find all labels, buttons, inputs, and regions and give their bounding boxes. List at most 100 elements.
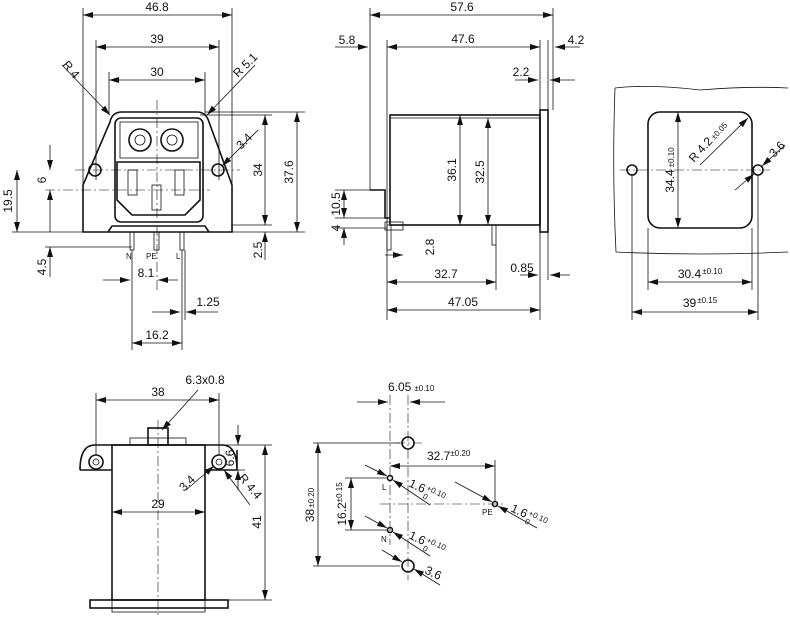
svg-text:30.4±0.10: 30.4±0.10 (678, 267, 723, 281)
dim-pin-base: 4 (329, 224, 343, 231)
dim-total-depth: 47.05 (448, 295, 478, 309)
svg-text:+0.10: +0.10 (425, 536, 448, 553)
svg-text:0: 0 (523, 517, 531, 527)
svg-text:1.6: 1.6 (509, 501, 530, 521)
top-body (111, 444, 206, 601)
front-housing (82, 111, 233, 233)
svg-text:+0.10: +0.10 (527, 509, 550, 526)
fuse-holder (119, 121, 199, 159)
dim-pcb-offset: 6.05 (388, 380, 412, 394)
pin-l (179, 231, 185, 251)
dim-base-offset: 2.5 (251, 241, 265, 258)
dim-rear-offset: 4.2 (568, 33, 585, 47)
pcb-label-pe: PE (482, 508, 493, 517)
svg-text:1.6: 1.6 (407, 528, 428, 548)
pcb-label-l: L (382, 483, 387, 492)
panel-cutout-view: 34.4±0.10 R 4.2±0.05 3.6 30.4±0.10 39±0.… (613, 86, 789, 320)
dim-overall-width: 46.8 (145, 0, 169, 14)
contact-l (174, 169, 185, 196)
dim-flange-thickness: 2.2 (513, 65, 530, 79)
dim-tab-size: 6.3x0.8 (185, 373, 225, 387)
side-flange (539, 109, 549, 233)
pin-hole-pe-callout: 1.6+0.100 (509, 501, 550, 527)
dim-pin-distance: 32.7 (434, 267, 458, 281)
svg-text:+0.10: +0.10 (425, 484, 448, 501)
tol-cutout-width: ±0.10 (702, 267, 723, 276)
dim-panel-hole-spacing: 39 (683, 296, 697, 310)
tol-pcb-pin-spacing: ±0.15 (335, 482, 344, 503)
dim-body-width: 30 (150, 65, 164, 79)
side-body (389, 114, 541, 226)
side-pin-1 (386, 224, 392, 251)
dim-corner-radius: R 4.2 (686, 134, 716, 165)
dim-radius-left: R 4 (60, 58, 83, 82)
dim-hole-height: 19.5 (1, 189, 15, 213)
pcb-layout-view: 6.05±0.10 32.7±0.20 38±0.20 16.2±0.15 1.… (303, 380, 550, 586)
tol-panel-hole-spacing: ±0.15 (697, 296, 718, 305)
svg-text:0: 0 (421, 492, 429, 502)
pcb-pin-l (386, 474, 394, 482)
dim-pin-width: 2.8 (423, 238, 437, 255)
dim-overall-height: 37.6 (282, 160, 296, 184)
iec-socket (116, 161, 201, 216)
dim-gap: 0.85 (510, 261, 534, 275)
dim-cutout-height: 34.4 (663, 169, 677, 193)
pcb-mount-hole-top (401, 436, 415, 450)
pin-label-pe: PE (146, 252, 157, 261)
pcb-mount-hole-bottom (401, 559, 415, 573)
svg-text:6.05±0.10: 6.05±0.10 (388, 380, 435, 394)
pcb-label-n: N (381, 535, 387, 544)
dim-body-length: 47.6 (451, 32, 475, 46)
pin-label-l: L (176, 252, 181, 261)
dim-pcb-pin-spacing: 16.2 (335, 502, 349, 526)
dim-flange-height: 6.6 (223, 449, 237, 466)
dim-overall-length: 57.6 (450, 0, 474, 14)
panel-edge (613, 86, 789, 255)
tol-pcb-hole-spacing: ±0.20 (307, 487, 316, 508)
contact-pe (151, 184, 162, 211)
fuse-right (160, 128, 184, 152)
svg-text:0: 0 (421, 544, 429, 554)
dim-pin-height: 10.5 (329, 192, 343, 216)
tol-pe-distance: ±0.20 (450, 449, 471, 458)
tol-cutout-height: ±0.10 (667, 147, 676, 168)
dim-pcb-hole-spacing: 38 (303, 508, 317, 522)
svg-text:39±0.15: 39±0.15 (683, 296, 718, 310)
svg-text:38±0.20: 38±0.20 (303, 487, 317, 522)
dim-pin-spacing-nl: 16.2 (145, 328, 169, 342)
dim-top-body-width: 29 (151, 497, 165, 511)
tol-pcb-offset: ±0.10 (414, 384, 435, 393)
svg-text:32.7±0.20: 32.7±0.20 (427, 449, 471, 463)
dim-top-radius: R 4.4 (236, 471, 265, 502)
pin-pe (153, 231, 160, 251)
dim-pcb-mount-hole: 3.6 (423, 563, 444, 583)
front-view: 46.8 39 30 R 4 R 5.1 3.4 34 37.6 19.5 6 … (1, 0, 305, 350)
dim-top-hole: 3.4 (176, 472, 198, 494)
side-pin-2 (491, 224, 497, 246)
dim-height-1: 36.1 (445, 158, 459, 182)
dim-cutout-width: 30.4 (678, 267, 702, 281)
dim-hole-diameter: 3.4 (233, 130, 255, 152)
top-view: 38 6.3x0.8 29 6.6 41 3.4 R 4.4 (79, 373, 272, 615)
dim-flange-offset: 5.8 (339, 33, 356, 47)
dim-offset: 6 (35, 176, 49, 183)
dim-radius-right: R 5.1 (230, 50, 260, 80)
dim-height-2: 32.5 (473, 160, 487, 184)
dim-flange-width: 38 (151, 385, 165, 399)
svg-text:16.2±0.15: 16.2±0.15 (335, 482, 349, 526)
dim-pe-distance: 32.7 (427, 449, 451, 463)
contact-n (127, 169, 138, 196)
side-view: 57.6 5.8 47.6 4.2 2.2 36.1 32.5 10.5 4 2… (329, 0, 585, 320)
bottom-flange (89, 599, 229, 609)
fuse-left (128, 128, 152, 152)
dim-body-depth: 41 (250, 515, 264, 529)
side-bracket (370, 189, 390, 219)
dim-pin-length: 4.5 (35, 258, 49, 275)
dim-body-height: 34 (251, 163, 265, 177)
dim-panel-hole: 3.6 (766, 138, 788, 160)
pin-label-n: N (126, 252, 132, 261)
svg-text:34.4±0.10: 34.4±0.10 (663, 147, 677, 193)
dim-hole-spacing: 39 (150, 32, 164, 46)
svg-text:1.6: 1.6 (407, 476, 428, 496)
